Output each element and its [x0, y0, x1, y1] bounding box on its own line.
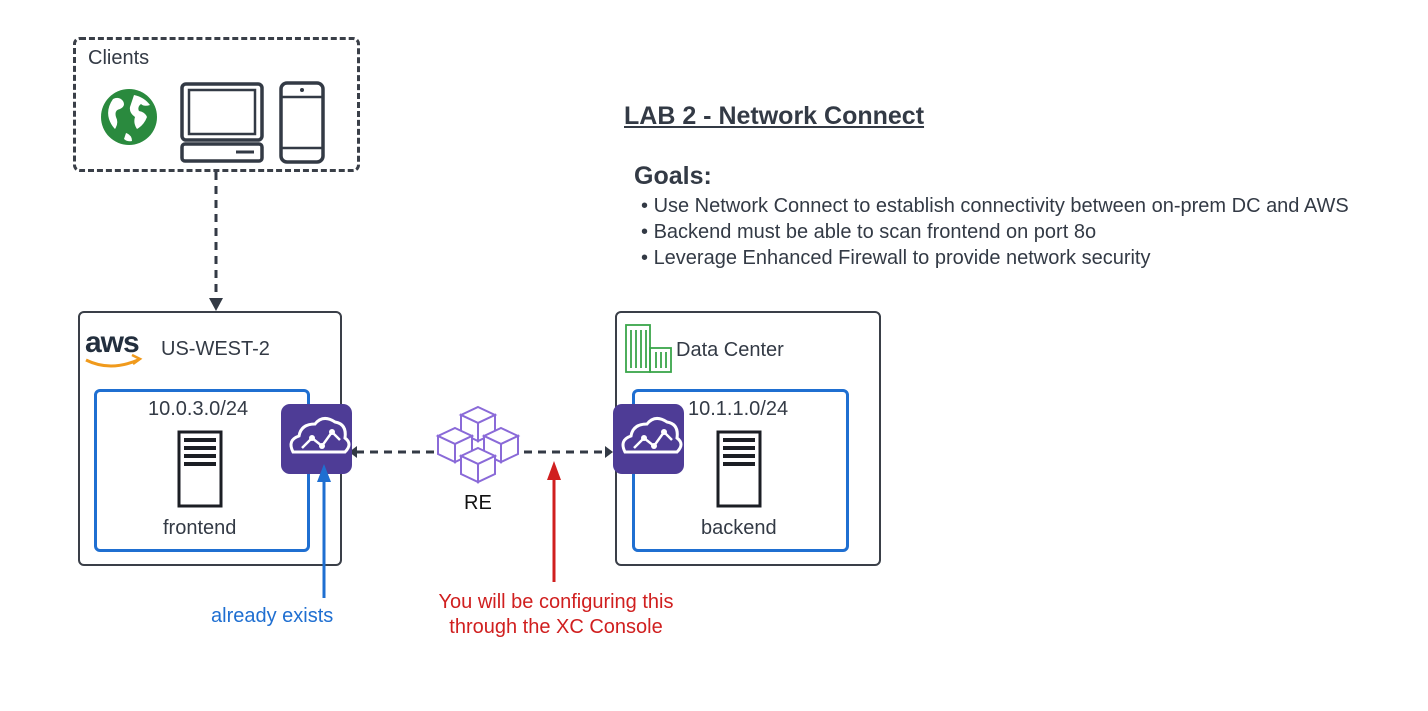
re-label: RE [464, 492, 492, 514]
frontend-subnet-cidr: 10.0.3.0/24 [148, 398, 249, 420]
configuring-note: You will be configuring this through the… [438, 591, 674, 638]
aws-logo-smile-icon [85, 353, 143, 368]
clients-label: Clients [88, 47, 150, 69]
lab-title: LAB 2 - Network Connect [624, 102, 925, 130]
goal-item: Leverage Enhanced Firewall to provide ne… [641, 245, 1349, 271]
clients-to-region-connector [209, 172, 223, 311]
dc-customer-edge-icon [613, 404, 684, 474]
data-center-building-icon [625, 324, 672, 373]
goals-heading: Goals: [634, 162, 712, 190]
already-exists-note: already exists [211, 605, 334, 627]
backend-server-label: backend [701, 517, 777, 539]
clients-group [73, 37, 360, 172]
data-center-name: Data Center [676, 339, 784, 361]
configuring-arrow [547, 461, 561, 582]
backend-subnet-cidr: 10.1.1.0/24 [688, 398, 789, 420]
aws-customer-edge-icon [281, 404, 352, 474]
goal-item: Backend must be able to scan frontend on… [641, 219, 1349, 245]
aws-logo-text: aws [85, 326, 140, 359]
frontend-server-icon [177, 430, 223, 508]
existing-arrow [317, 464, 331, 598]
aws-region-name: US-WEST-2 [161, 338, 270, 360]
globe-icon [101, 89, 157, 145]
mobile-phone-icon [279, 81, 325, 164]
frontend-server-label: frontend [163, 517, 237, 539]
backend-server-icon [716, 430, 762, 508]
goal-item: Use Network Connect to establish connect… [641, 193, 1349, 219]
desktop-computer-icon [180, 82, 264, 163]
goals-list: Use Network Connect to establish connect… [641, 193, 1349, 271]
regional-edge-cubes-icon [435, 405, 521, 484]
